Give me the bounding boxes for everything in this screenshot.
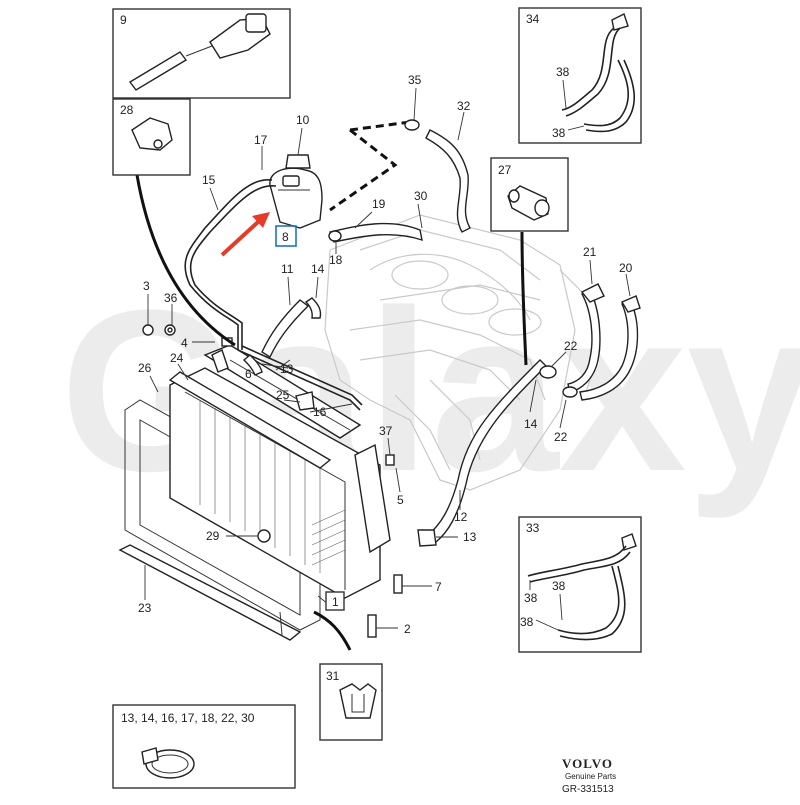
callout-10: 10 — [296, 113, 310, 127]
inset-33: 33 38 38 38 — [518, 516, 642, 653]
inset-28-label: 28 — [120, 103, 134, 117]
callout-6: 6 — [245, 367, 252, 381]
brand-block: VOLVO Genuine Parts GR-331513 — [562, 756, 616, 795]
callout-13a: 13 — [280, 362, 294, 376]
callout-32: 32 — [457, 99, 471, 113]
expansion-tank-cap — [285, 154, 311, 169]
inset-33-sub-a: 38 — [524, 591, 538, 605]
hoses — [184, 120, 641, 547]
brand-tagline: Genuine Parts — [565, 772, 616, 781]
callout-30: 30 — [414, 189, 428, 203]
inset-34: 34 38 38 — [518, 7, 642, 144]
radiator-assembly — [118, 344, 391, 641]
callout-22b: 22 — [554, 430, 568, 444]
callout-29: 29 — [206, 529, 220, 543]
inset-34-sub-a: 38 — [556, 65, 570, 79]
callout-12: 12 — [454, 510, 468, 524]
callout-23: 23 — [138, 601, 152, 615]
callout-35: 35 — [408, 73, 422, 87]
callout-5: 5 — [397, 493, 404, 507]
callout-2: 2 — [404, 622, 411, 636]
callout-1-box — [325, 591, 345, 611]
callout-14a: 14 — [311, 262, 325, 276]
callout-3: 3 — [143, 279, 150, 293]
inset-27-label: 27 — [498, 163, 512, 177]
callout-25: 25 — [276, 388, 290, 402]
inset-28: 28 — [112, 98, 191, 176]
red-arrow — [220, 212, 270, 257]
callout-37: 37 — [379, 424, 393, 438]
callout-11: 11 — [281, 262, 294, 276]
inset-pointers — [135, 174, 528, 651]
inset-9-label: 9 — [120, 13, 127, 27]
callout-20: 20 — [619, 261, 633, 275]
callout-21: 21 — [583, 245, 597, 259]
callout-14b: 14 — [524, 417, 538, 431]
callout-24: 24 — [170, 351, 184, 365]
callout-17: 17 — [254, 133, 268, 147]
inset-9: 9 — [112, 8, 291, 99]
inset-34-sub-b: 38 — [552, 126, 566, 140]
callout-26: 26 — [138, 361, 152, 375]
brand-logo: VOLVO — [562, 756, 613, 771]
inset-31: 31 — [319, 663, 383, 741]
callouts: 3 36 4 24 26 17 10 15 8 11 14 18 19 30 3… — [138, 73, 633, 636]
callout-18: 18 — [329, 253, 343, 267]
inset-31-label: 31 — [326, 669, 340, 683]
inset-27: 27 — [490, 157, 569, 232]
fasteners — [142, 119, 420, 638]
expansion-tank — [269, 167, 323, 229]
callout-4: 4 — [181, 336, 188, 350]
inset-34-label: 34 — [526, 12, 540, 26]
clamp-inset: 13, 14, 16, 17, 18, 22, 30 — [112, 704, 296, 789]
inset-33-sub-b: 38 — [520, 615, 534, 629]
inset-33-sub-c: 38 — [552, 579, 566, 593]
callout-7: 7 — [435, 580, 442, 594]
part-code: GR-331513 — [562, 784, 614, 795]
callout-8: 8 — [282, 230, 289, 244]
inset-33-label: 33 — [526, 521, 540, 535]
clamp-inset-label: 13, 14, 16, 17, 18, 22, 30 — [121, 711, 255, 725]
callout-22a: 22 — [564, 339, 578, 353]
callout-19: 19 — [372, 197, 386, 211]
callout-1: 1 — [332, 595, 339, 609]
callout-15: 15 — [202, 173, 216, 187]
highlight-box — [275, 225, 297, 247]
callout-13b: 13 — [463, 530, 477, 544]
callout-16: 16 — [313, 405, 327, 419]
callout-36: 36 — [164, 291, 178, 305]
